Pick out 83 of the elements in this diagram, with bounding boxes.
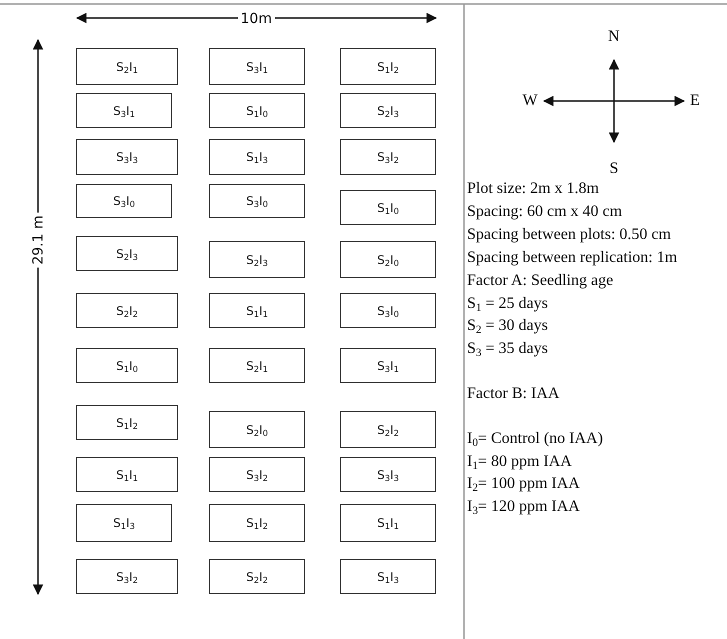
plot-box [209,457,305,492]
plot-box [209,139,305,175]
plot-box [209,48,305,85]
plot-box [340,93,436,128]
plot-label: S$_{1}$I$_{0}$ [246,104,268,118]
plot-box [76,504,172,542]
plot-label: S$_{1}$I$_{1}$ [116,468,138,482]
plot-box [209,293,305,328]
note-text: I$_{2}$= 100 ppm IAA [467,475,580,493]
plot-label: S$_{2}$I$_{2}$ [246,570,268,584]
plot-label: S$_{1}$I$_{1}$ [246,304,268,318]
plot-box [340,139,436,175]
plot-label: S$_{3}$I$_{2}$ [116,570,138,584]
plot-label: S$_{2}$I$_{0}$ [246,422,268,436]
note-text: Spacing between plots: 0.50 cm [467,226,671,244]
plot-box [340,48,436,85]
plot-box [209,241,305,278]
note-text: Factor A: Seedling age [467,272,614,290]
note-text: S$_{3}$ = 35 days [467,340,548,358]
plot-box [209,411,305,448]
plot-label: S$_{2}$I$_{1}$ [116,60,138,74]
plot-label: S$_{2}$I$_{2}$ [116,304,138,318]
compass-label: N [608,28,620,46]
plot-box [340,293,436,328]
note-text: Factor B: IAA [467,385,560,403]
plot-label: S$_{3}$I$_{1}$ [113,104,135,118]
note-text: I$_{1}$= 80 ppm IAA [467,453,572,471]
plot-box [340,559,436,594]
plot-box [76,236,178,271]
plot-box [76,293,178,328]
plot-label: S$_{3}$I$_{2}$ [246,468,268,482]
plot-label: S$_{2}$I$_{2}$ [377,422,399,436]
plot-label: S$_{1}$I$_{0}$ [116,358,138,372]
plot-label: S$_{3}$I$_{0}$ [246,194,268,208]
plot-label: S$_{1}$I$_{0}$ [377,200,399,214]
plot-box [76,405,178,440]
note-text: S$_{1}$ = 25 days [467,295,548,313]
plot-label: S$_{1}$I$_{3}$ [113,516,135,530]
plot-label: S$_{1}$I$_{1}$ [377,516,399,530]
plot-box [340,411,436,448]
note-text: Spacing: 60 cm x 40 cm [467,203,622,221]
plot-box [209,184,305,218]
plot-label: S$_{1}$I$_{2}$ [246,516,268,530]
plot-box [209,93,305,128]
note-text: I$_{0}$= Control (no IAA) [467,430,603,448]
plot-label: S$_{1}$I$_{3}$ [377,570,399,584]
note-text: I$_{3}$= 120 ppm IAA [467,498,580,516]
plot-box [340,348,436,383]
plot-label: S$_{1}$I$_{2}$ [116,416,138,430]
plot-label: S$_{2}$I$_{1}$ [246,358,268,372]
compass-label: E [690,92,700,110]
plot-box [209,348,305,383]
plot-box [76,457,178,492]
plot-label: S$_{1}$I$_{3}$ [246,150,268,164]
plot-box [76,48,178,85]
compass-label: S [610,160,618,178]
plot-label: S$_{1}$I$_{2}$ [377,60,399,74]
plot-label: S$_{2}$I$_{3}$ [377,104,399,118]
plot-label: S$_{3}$I$_{0}$ [377,304,399,318]
plot-box [76,348,178,383]
plot-label: S$_{3}$I$_{3}$ [377,468,399,482]
note-text: S$_{2}$ = 30 days [467,317,548,335]
compass-label: W [522,92,538,110]
plot-label: S$_{3}$I$_{1}$ [377,358,399,372]
plot-box [340,190,436,225]
plot-box [76,139,178,175]
plot-box [76,559,178,594]
plot-label: S$_{2}$I$_{3}$ [116,246,138,260]
plot-label: S$_{3}$I$_{3}$ [116,150,138,164]
plot-box [340,241,436,278]
note-text: Spacing between replication: 1m [467,249,678,267]
plot-box [340,504,436,542]
plot-box [340,457,436,492]
plot-label: S$_{3}$I$_{1}$ [246,60,268,74]
plot-box [76,184,172,218]
plot-label: S$_{2}$I$_{3}$ [246,252,268,266]
plot-label: S$_{2}$I$_{0}$ [377,252,399,266]
plot-box [76,93,172,128]
note-text: Plot size: 2m x 1.8m [467,180,599,198]
plot-box [209,504,305,542]
plot-box [209,559,305,594]
plot-label: S$_{3}$I$_{0}$ [113,194,135,208]
plot-label: S$_{3}$I$_{2}$ [377,150,399,164]
